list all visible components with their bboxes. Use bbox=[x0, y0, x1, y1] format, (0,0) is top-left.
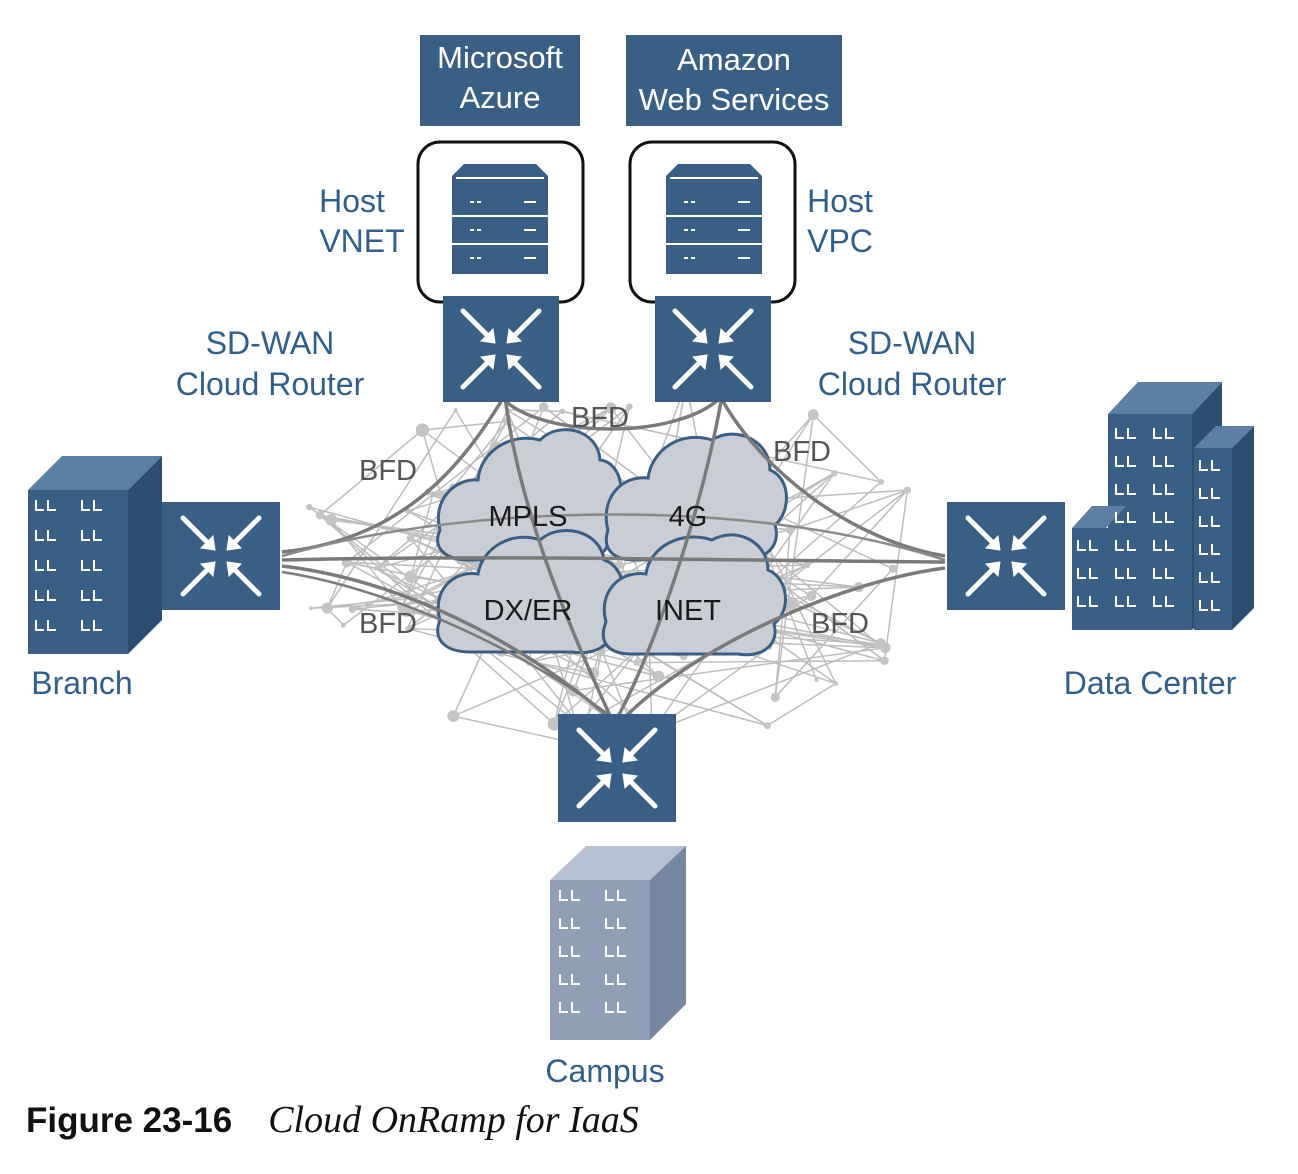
data-center-label: Data Center bbox=[1064, 665, 1237, 701]
aws-box: Amazon Web Services bbox=[626, 35, 842, 126]
bfd-label: BFD bbox=[773, 436, 831, 468]
transport-label-4g: 4G bbox=[669, 501, 708, 533]
vpc-server-icon bbox=[665, 163, 763, 275]
inet-cloud bbox=[601, 533, 787, 657]
azure-label-line1: Microsoft bbox=[437, 40, 563, 75]
right-cloud-router-line1: SD-WAN bbox=[848, 325, 977, 361]
azure-cloud-router-icon bbox=[443, 296, 559, 402]
aws-label-line2: Web Services bbox=[639, 82, 830, 117]
transport-label-inet: INET bbox=[655, 595, 721, 627]
campus-label: Campus bbox=[545, 1053, 664, 1089]
host-vpc-line1: Host bbox=[807, 183, 873, 219]
figure-caption: Figure 23-16 Cloud OnRamp for IaaS bbox=[26, 1098, 639, 1142]
figure-number: Figure 23-16 bbox=[26, 1101, 233, 1140]
campus-router-icon bbox=[558, 714, 676, 822]
left-cloud-router-line2: Cloud Router bbox=[176, 366, 365, 402]
vnet-server-icon bbox=[451, 163, 549, 275]
datacenter-building-icon bbox=[1072, 382, 1254, 630]
branch-building-icon bbox=[28, 456, 162, 654]
bfd-tunnels bbox=[281, 394, 946, 724]
figure-title: Cloud OnRamp for IaaS bbox=[268, 1099, 639, 1141]
azure-box: Microsoft Azure bbox=[420, 35, 580, 126]
azure-label-line2: Azure bbox=[460, 80, 541, 115]
bfd-label: BFD bbox=[811, 608, 869, 640]
right-cloud-router-line2: Cloud Router bbox=[818, 366, 1007, 402]
bfd-label: BFD bbox=[359, 455, 417, 487]
aws-cloud-router-icon bbox=[655, 296, 771, 402]
host-vnet-line2: VNET bbox=[319, 223, 404, 259]
left-cloud-router-line1: SD-WAN bbox=[206, 325, 335, 361]
transport-clouds bbox=[436, 428, 788, 657]
bfd-label: BFD bbox=[359, 608, 417, 640]
branch-label: Branch bbox=[31, 665, 132, 701]
host-vpc-line2: VPC bbox=[807, 223, 873, 259]
campus-building-icon bbox=[550, 846, 686, 1040]
datacenter-router-icon bbox=[947, 502, 1065, 610]
bfd-label: BFD bbox=[571, 402, 629, 434]
branch-router-icon bbox=[162, 502, 280, 610]
transport-label-mpls: MPLS bbox=[489, 501, 568, 533]
network-diagram: Microsoft Azure Amazon Web Services bbox=[28, 35, 1254, 1089]
transport-label-dxer: DX/ER bbox=[484, 595, 573, 627]
host-vnet-line1: Host bbox=[319, 183, 385, 219]
aws-label-line1: Amazon bbox=[677, 42, 791, 77]
